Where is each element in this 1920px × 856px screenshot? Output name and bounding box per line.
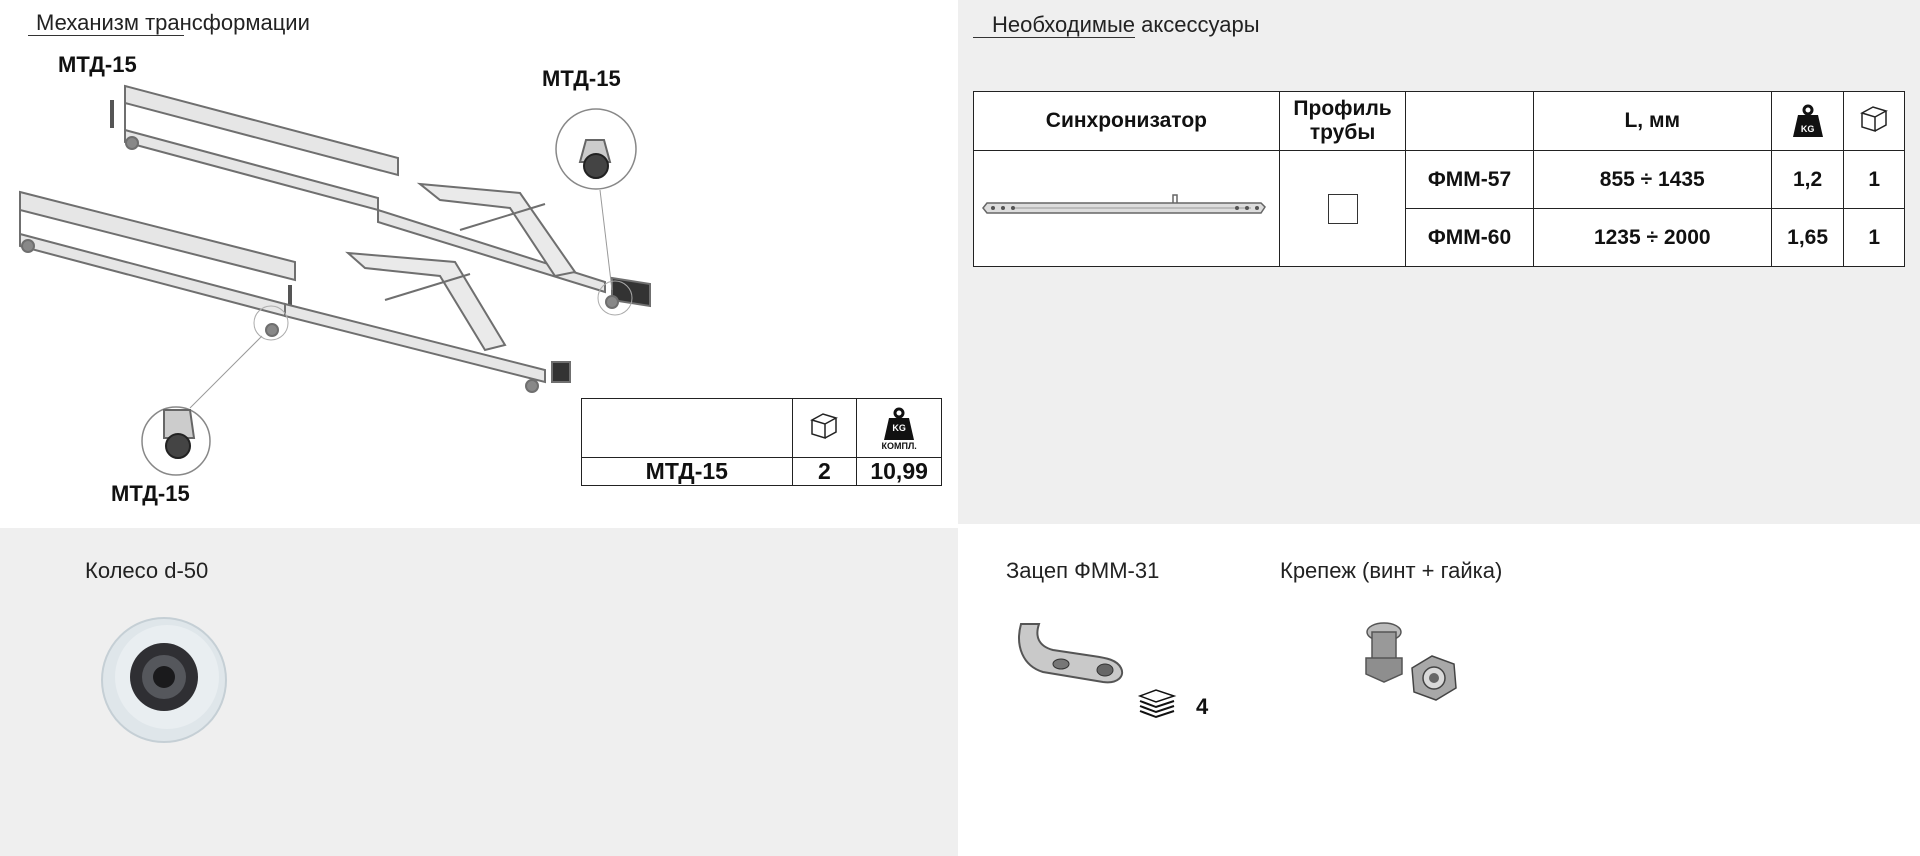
row-weight: 10,99	[856, 457, 942, 486]
weight-mark: KG	[892, 423, 906, 433]
synchronizer-header: Синхронизатор	[973, 91, 1280, 151]
table-row: KG КОМПЛ.	[581, 398, 942, 458]
weight-caption: КОМПЛ.	[881, 441, 917, 451]
title-underline	[973, 37, 1135, 38]
weight-header: KG	[1770, 91, 1845, 151]
table-row: ФММ-57 855 ÷ 1435 1,2 1	[973, 150, 1905, 267]
hook-icon	[1018, 623, 1123, 684]
accessories-table: Синхронизатор Профиль трубы L, мм KG	[973, 91, 1905, 267]
row-weight: 1,65	[1770, 208, 1845, 267]
box-header-cell	[791, 398, 858, 458]
hook-quantity: 4	[1196, 694, 1209, 719]
mechanism-table: KG КОМПЛ. МТД-15 2 10,99	[581, 398, 942, 486]
row-quantity: 1	[1843, 208, 1905, 267]
profile-cell	[1278, 150, 1407, 267]
wheel-title: Колесо d-50	[85, 558, 209, 583]
synchronizer-image-cell	[973, 150, 1280, 267]
wheel-icon	[101, 617, 227, 743]
table-row: Синхронизатор Профиль трубы L, мм KG	[973, 91, 1905, 151]
row-length: 855 ÷ 1435	[1532, 150, 1772, 209]
table-row: ФММ-60 1235 ÷ 2000 1,65 1	[974, 208, 1905, 267]
weight-mark: KG	[1800, 124, 1815, 134]
parts-panel: Зацеп ФММ-31 Крепеж (винт + гайка) 4	[958, 524, 1920, 856]
row-length: 1235 ÷ 2000	[1532, 208, 1772, 267]
model-label-3: МТД-15	[111, 481, 190, 506]
model-label-2: МТД-15	[542, 66, 621, 91]
box-header	[1843, 91, 1905, 151]
model-label-1: МТД-15	[58, 52, 137, 77]
row-model: ФММ-60	[1405, 208, 1534, 267]
length-header: L, мм	[1532, 91, 1772, 151]
stack-icon	[1137, 689, 1177, 719]
row-quantity: 1	[1843, 150, 1905, 209]
table-row: МТД-15 2 10,99	[581, 457, 942, 486]
weight-icon	[884, 407, 915, 440]
row-weight: 1,2	[1770, 150, 1845, 209]
mechanism-drawing	[19, 84, 651, 476]
row-quantity: 2	[791, 457, 858, 486]
profile-header: Профиль трубы	[1278, 91, 1407, 151]
row-name: МТД-15	[581, 457, 793, 486]
wheel-panel: Колесо d-50	[0, 528, 958, 856]
empty-header-cell	[581, 398, 793, 458]
row-model: ФММ-57	[1405, 150, 1534, 209]
mechanism-panel: Механизм трансформации МТД-15 МТД-15 МТД…	[0, 0, 958, 528]
fastener-title: Крепеж (винт + гайка)	[1280, 558, 1503, 583]
accessories-title: Необходимые аксессуары	[992, 12, 1260, 37]
accessories-panel: Необходимые аксессуары Синхронизатор Про…	[958, 0, 1920, 524]
box-icon	[810, 413, 839, 440]
weight-icon	[1792, 104, 1823, 137]
box-icon	[1860, 106, 1889, 133]
square-profile-icon	[1327, 193, 1358, 224]
fastener-icon	[1365, 622, 1457, 701]
title-underline	[28, 35, 184, 36]
model-header	[1405, 91, 1534, 151]
hook-title: Зацеп ФММ-31	[1006, 558, 1160, 583]
weight-header-cell: KG КОМПЛ.	[856, 398, 942, 458]
mechanism-title: Механизм трансформации	[36, 10, 310, 35]
synchronizer-icon	[982, 193, 1267, 214]
